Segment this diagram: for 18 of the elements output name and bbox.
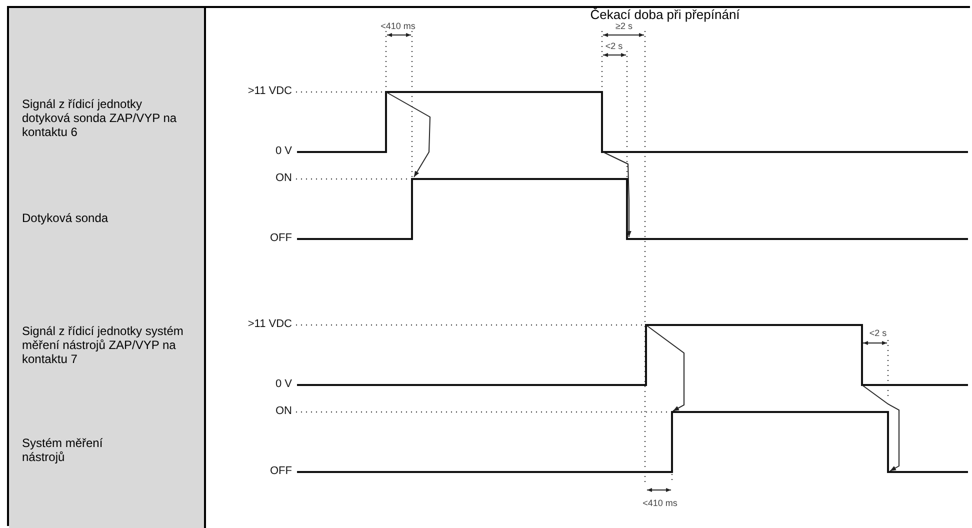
time-label: <2 s [605, 41, 623, 52]
level-label: >11 VDC [248, 318, 292, 331]
level-label: 0 V [275, 378, 292, 391]
signal-name: Dotyková sonda [22, 211, 110, 225]
time-label: <2 s [869, 328, 887, 339]
time-label: <410 ms [642, 498, 678, 509]
time-label: ≥2 s [616, 21, 632, 32]
level-label: ON [276, 405, 292, 418]
level-label: 0 V [275, 145, 292, 158]
signal-name: Signál z řídicí jednotky dotyková sonda ZAP/VYP na kontaktu 6 [22, 97, 178, 139]
time-label: <410 ms [380, 21, 416, 32]
chart-heading: Čekací doba při přepínání [590, 9, 740, 21]
level-label: OFF [270, 232, 292, 245]
signal-name: Systém měření nástrojů [22, 436, 104, 464]
level-label: OFF [270, 465, 292, 478]
signal-name: Signál z řídicí jednotky systém měření nástrojů ZAP/VYP na kontaktu 7 [22, 324, 184, 366]
level-label: ON [276, 172, 292, 185]
level-label: >11 VDC [248, 85, 292, 98]
